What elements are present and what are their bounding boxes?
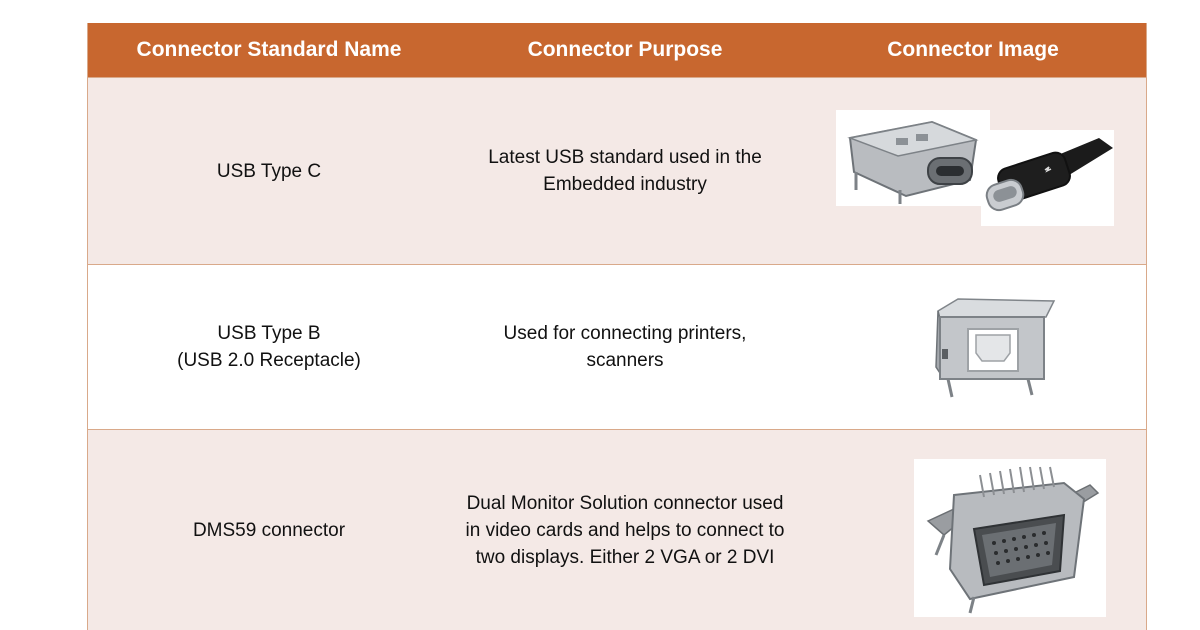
connector-purpose: Latest USB standard used in the Embedded… (488, 147, 762, 195)
table-row: USB Type C Latest USB standard used in t… (88, 77, 1146, 264)
connector-name: USB Type C (216, 160, 322, 182)
header-image: Connector Image (887, 38, 1059, 61)
connector-image-cell (800, 265, 1146, 429)
connector-image-cell (800, 78, 1146, 264)
header-purpose: Connector Purpose (527, 38, 723, 61)
connector-name: USB Type B (217, 323, 321, 344)
connector-name: DMS59 connector (192, 519, 346, 541)
connector-purpose-cell: Used for connecting printers, scanners (450, 265, 800, 429)
connector-image-cell (800, 430, 1146, 630)
usb-c-receptacle-icon (836, 110, 990, 206)
connector-purpose: Used for connecting printers, scanners (503, 323, 747, 371)
usb-c-cable-icon (981, 130, 1114, 226)
connector-purpose: Dual Monitor Solution connector used in … (465, 492, 785, 568)
connector-name-cell: USB Type B (USB 2.0 Receptacle) (88, 265, 450, 429)
connector-purpose-cell: Latest USB standard used in the Embedded… (450, 78, 800, 264)
connector-name-cell: USB Type C (88, 78, 450, 264)
table-row: USB Type B (USB 2.0 Receptacle) Used for… (88, 264, 1146, 429)
connector-table: Connector Standard Name Connector Purpos… (87, 23, 1147, 630)
dms59-connector-icon (914, 459, 1106, 617)
connector-name-detail: (USB 2.0 Receptacle) (177, 350, 361, 371)
table-header: Connector Standard Name Connector Purpos… (88, 23, 1146, 77)
usb-b-receptacle-icon (928, 293, 1068, 401)
table-row: DMS59 connector Dual Monitor Solution co… (88, 429, 1146, 630)
connector-purpose-cell: Dual Monitor Solution connector used in … (450, 430, 800, 630)
header-name: Connector Standard Name (136, 38, 402, 61)
connector-name-cell: DMS59 connector (88, 430, 450, 630)
